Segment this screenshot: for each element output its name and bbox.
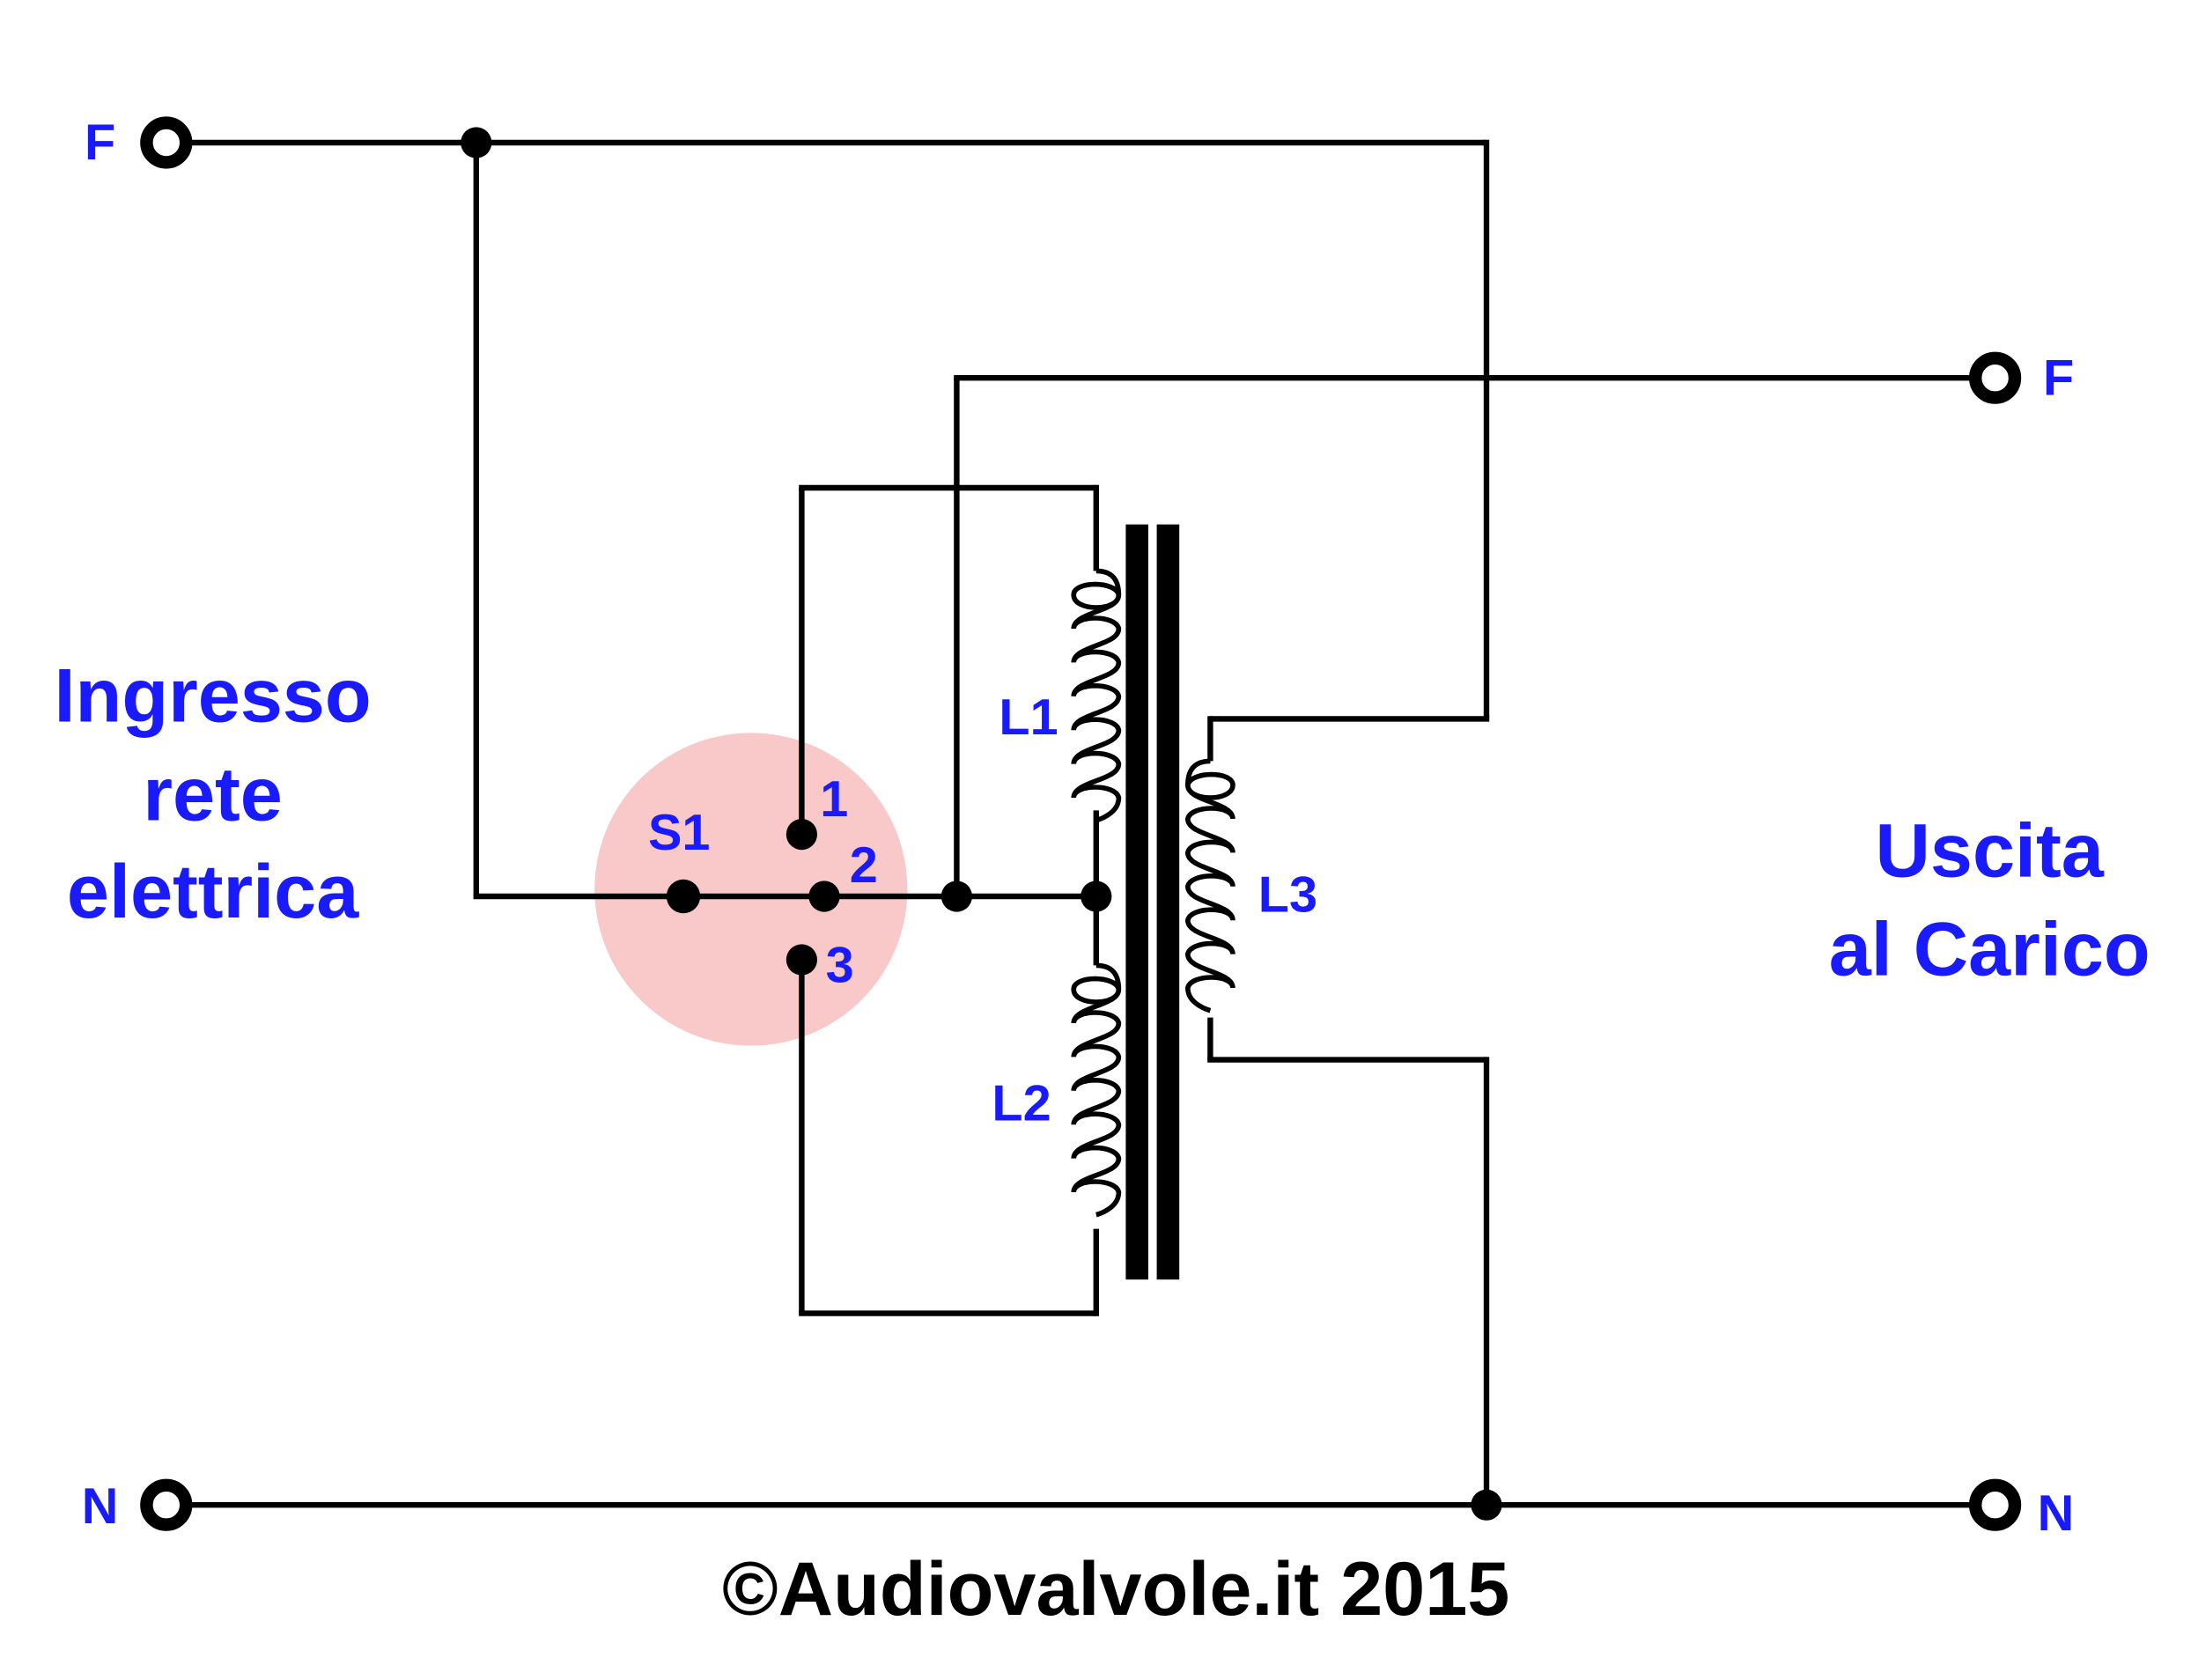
switch-position-3: 3 [826, 938, 854, 994]
transformer-core-right [1156, 524, 1180, 1280]
input-label-line-1: Ingresso [55, 654, 372, 739]
coil-label-l3: L3 [1258, 867, 1317, 924]
copyright-text: ©Audiovalvole.it 2015 [722, 1547, 1509, 1632]
terminal-output-neutral [1969, 1478, 2022, 1531]
junction-dot [940, 881, 972, 912]
switch-common-dot [666, 879, 701, 914]
label-output-phase: F [2043, 350, 2074, 406]
junctions [461, 127, 1502, 1521]
junction-dot [1471, 1489, 1502, 1521]
output-label-line-2: al Carico [1829, 908, 2150, 992]
coil-label-l2: L2 [992, 1075, 1051, 1131]
switch-position-2: 2 [850, 837, 878, 894]
transformer-core-left [1125, 524, 1148, 1280]
switch-contact-1-dot [786, 819, 817, 851]
terminal-output-phase [1969, 351, 2022, 404]
junction-dot [461, 127, 492, 158]
coil-label-l1: L1 [999, 689, 1058, 746]
coil-l2 [1071, 962, 1122, 1218]
switch-contact-3-dot [786, 944, 817, 976]
switch-position-1: 1 [820, 771, 848, 828]
wires [166, 139, 1995, 1508]
input-label-line-2: rete [143, 753, 282, 837]
switch-contact-2-dot [808, 881, 840, 912]
label-input-phase: F [85, 114, 115, 171]
switch-label: S1 [648, 805, 710, 861]
terminal-input-neutral [140, 1478, 193, 1531]
coil-l3 [1184, 758, 1235, 1013]
switch-highlight [594, 733, 908, 1046]
terminals [140, 116, 2022, 1531]
coil-l1 [1071, 568, 1122, 823]
label-output-neutral: N [2038, 1485, 2075, 1542]
label-input-neutral: N [82, 1478, 119, 1535]
junction-dot [1081, 881, 1112, 912]
terminal-input-phase [140, 116, 193, 169]
output-label-line-1: Uscita [1876, 809, 2105, 894]
input-label-line-3: elettrica [67, 850, 359, 934]
